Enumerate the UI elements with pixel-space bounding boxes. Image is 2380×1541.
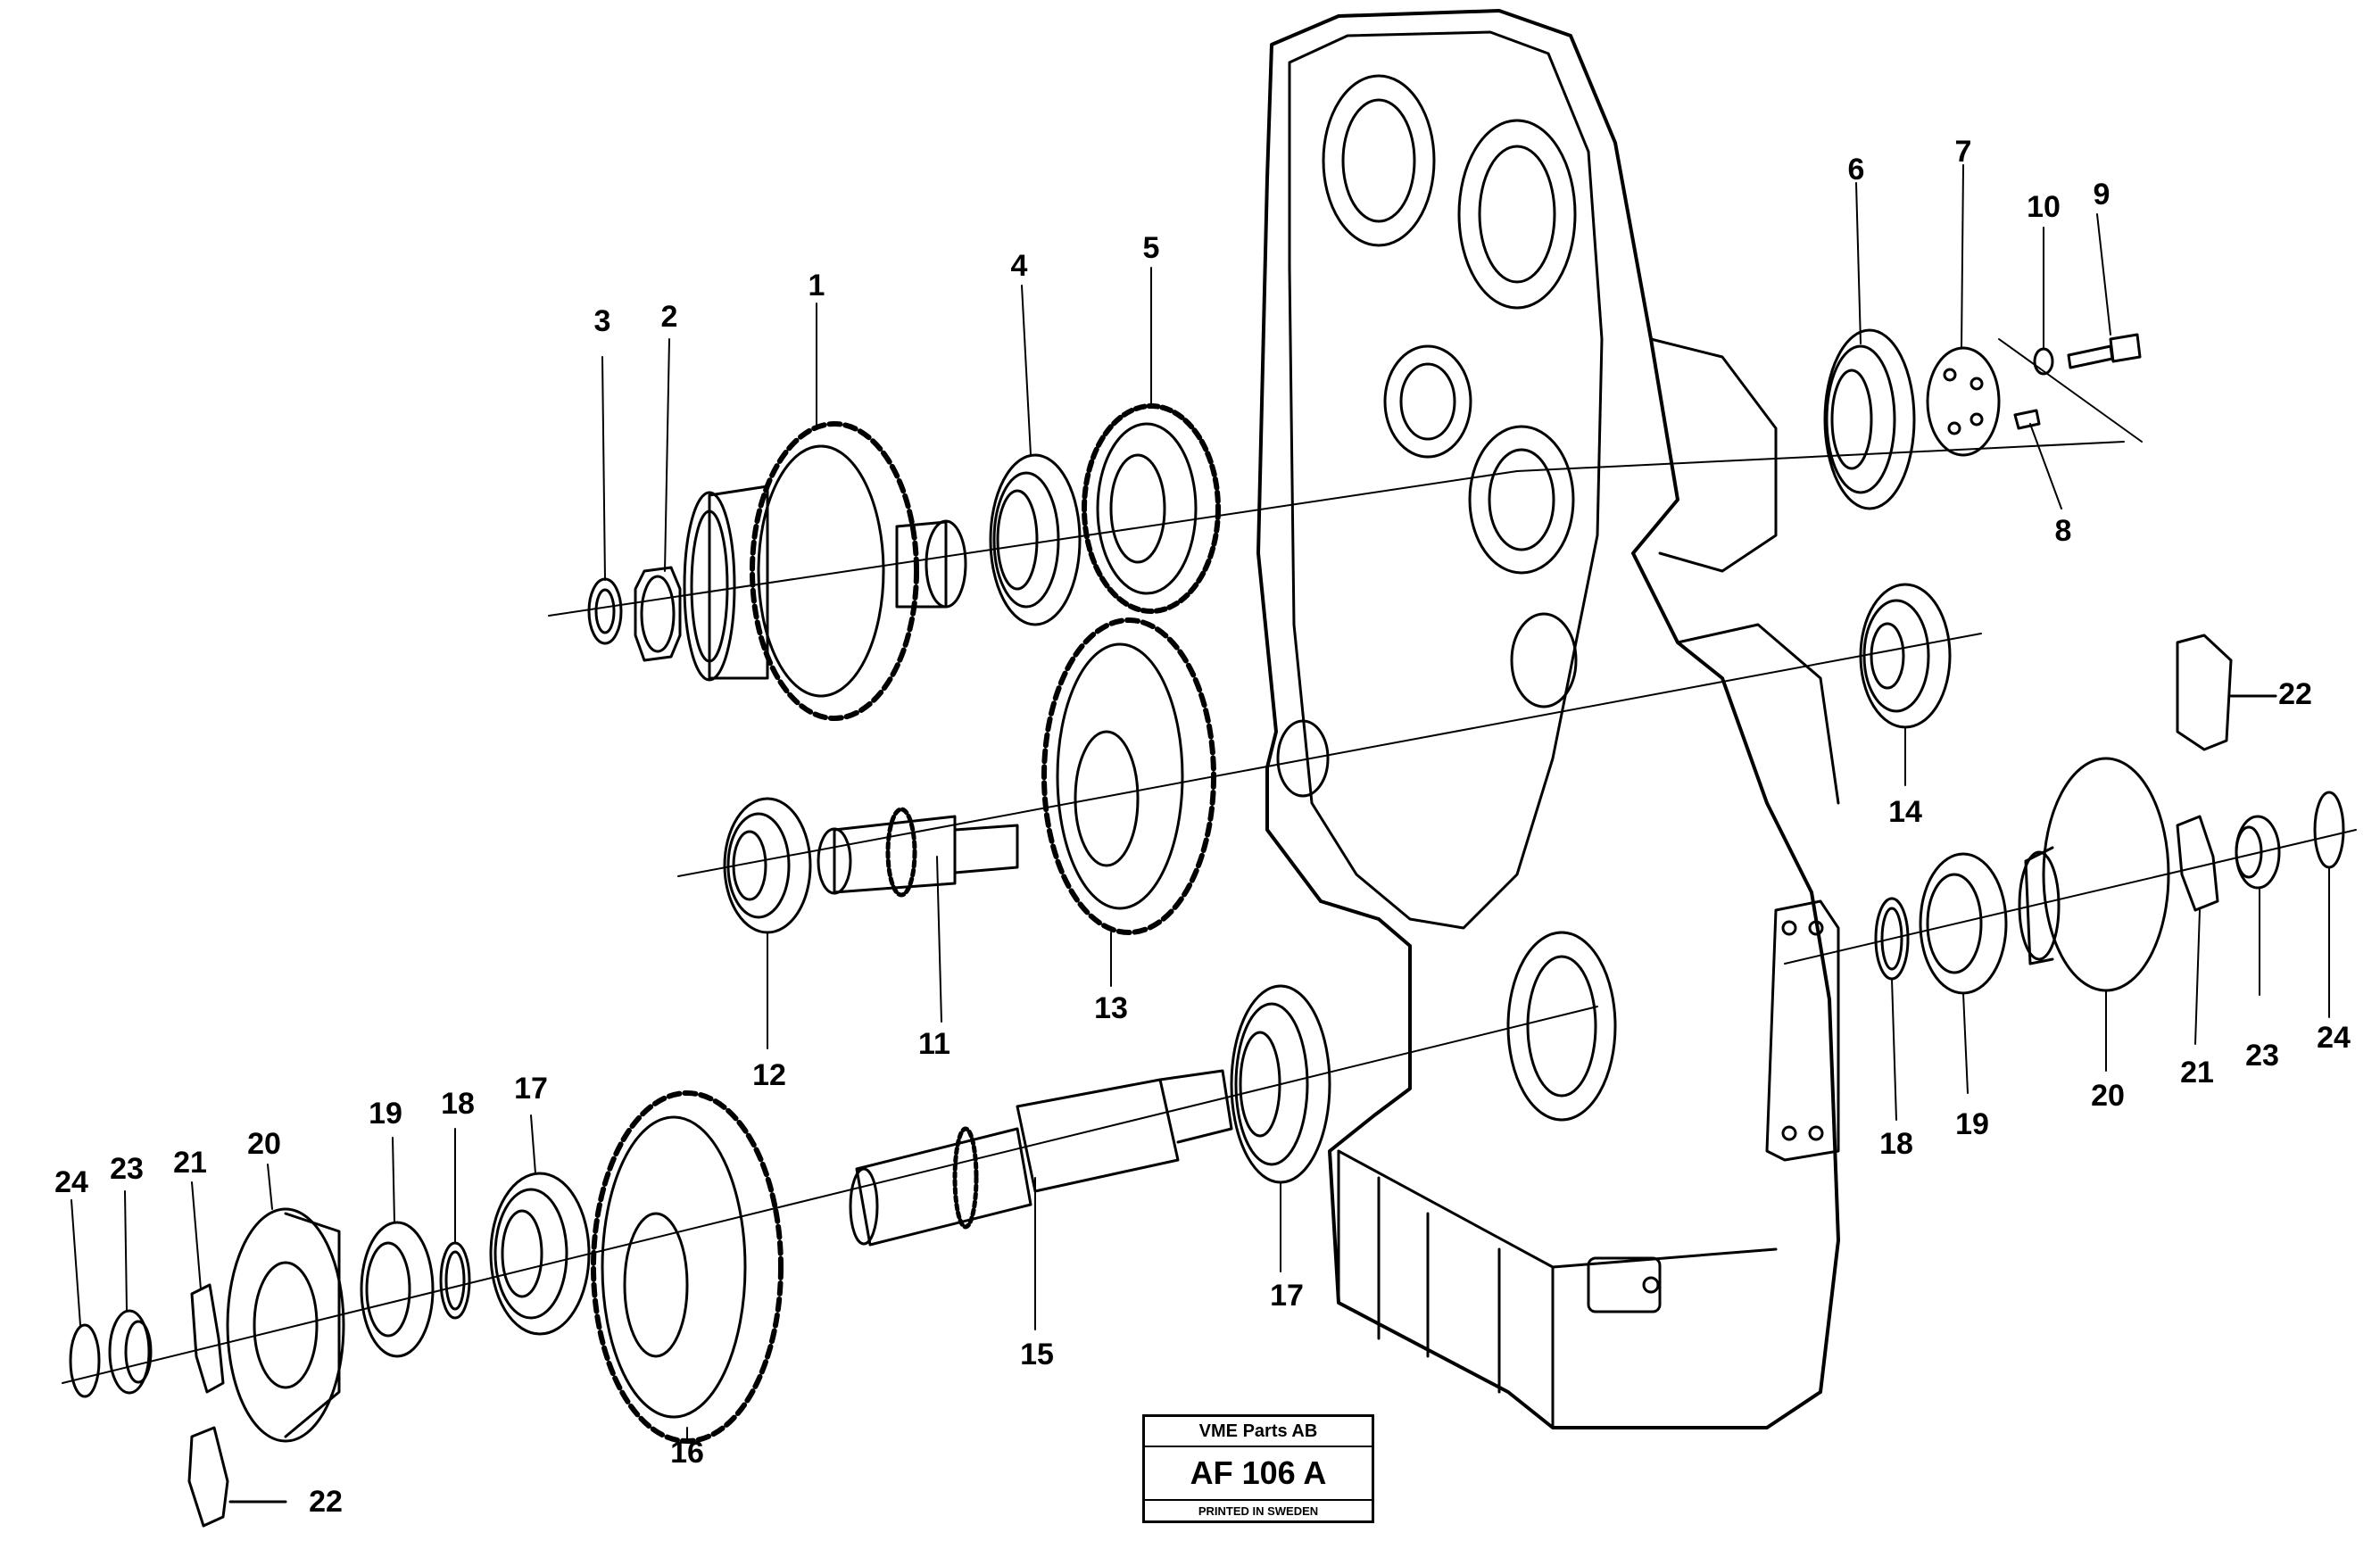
callout-part-24-right: 24	[2317, 1021, 2351, 1055]
callout-part-10: 10	[2027, 190, 2061, 224]
part-17-bearing-right	[1230, 984, 1331, 1184]
part-22-lock-plate	[187, 1426, 287, 1528]
callout-part-24: 24	[54, 1165, 88, 1199]
part-13-gear	[1041, 617, 1216, 935]
part-9-bolt	[2067, 333, 2142, 369]
callout-part-17-right: 17	[1270, 1279, 1304, 1313]
callout-part-12: 12	[752, 1058, 786, 1092]
part-24-circlip	[69, 1323, 101, 1398]
callout-part-17: 17	[514, 1072, 548, 1106]
part-11-shaft	[817, 807, 1019, 898]
part-8-screw	[2013, 409, 2041, 430]
callout-part-11: 11	[918, 1027, 950, 1061]
callout-part-22-right: 22	[2278, 677, 2312, 711]
part-18-ring	[439, 1241, 471, 1320]
part-15-output-shaft	[849, 1069, 1233, 1247]
part-2-nut	[634, 566, 682, 662]
callout-part-18: 18	[441, 1087, 475, 1121]
part-5-gear	[1082, 403, 1221, 614]
part-19-seal	[360, 1221, 435, 1358]
callout-part-19: 19	[369, 1097, 402, 1131]
callout-part-3: 3	[593, 304, 611, 338]
callout-part-18-right: 18	[1879, 1127, 1913, 1161]
callout-part-22: 22	[309, 1485, 343, 1519]
part-19-seal-right	[1919, 852, 2008, 995]
callout-part-9: 9	[2093, 178, 2110, 211]
part-23-nut	[108, 1309, 153, 1395]
callout-part-4: 4	[1010, 249, 1028, 283]
callout-part-20-right: 20	[2091, 1079, 2125, 1113]
gearbox-housing	[1256, 9, 1840, 1429]
callout-part-7: 7	[1954, 135, 1972, 169]
callout-part-2: 2	[660, 300, 678, 334]
part-17-bearing	[489, 1172, 591, 1336]
part-23-nut-right	[2235, 815, 2281, 890]
part-3-circlip	[587, 577, 623, 645]
part-20-flange-right	[2018, 757, 2170, 992]
part-21-lock-plate	[190, 1283, 225, 1394]
title-block: VME Parts AB AF 106 A PRINTED IN SWEDEN	[1142, 1414, 1374, 1523]
part-6-bearing	[1823, 328, 1916, 510]
callout-part-23-right: 23	[2245, 1039, 2279, 1073]
axis-lines	[62, 338, 2357, 1384]
callout-part-8: 8	[2054, 514, 2072, 548]
printed-note: PRINTED IN SWEDEN	[1198, 1504, 1319, 1518]
part-7-cover	[1926, 346, 2001, 457]
part-24-circlip-right	[2313, 791, 2345, 869]
callout-part-14: 14	[1888, 795, 1922, 829]
callout-part-21: 21	[173, 1146, 207, 1180]
part-22-lock-plate-right	[2176, 634, 2277, 751]
part-21-lock-plate-right	[2176, 815, 2219, 912]
part-1-gear	[683, 421, 967, 721]
callout-part-21-right: 21	[2180, 1056, 2214, 1089]
callout-part-20: 20	[247, 1127, 281, 1161]
callout-part-1: 1	[808, 269, 825, 302]
callout-part-19-right: 19	[1955, 1107, 1989, 1141]
callout-part-23: 23	[110, 1152, 144, 1186]
part-14-bearing	[1859, 583, 1952, 729]
drawing-code: AF 106 A	[1145, 1447, 1372, 1501]
company-name: VME Parts AB	[1145, 1417, 1372, 1447]
callout-part-6: 6	[1847, 153, 1865, 186]
callout-part-5: 5	[1142, 231, 1160, 265]
part-20-flange	[226, 1207, 345, 1443]
part-4-bearing	[989, 453, 1082, 626]
part-16-gear	[591, 1090, 784, 1444]
callout-part-16: 16	[670, 1436, 704, 1470]
leader-lines	[70, 164, 2330, 1442]
callout-part-15: 15	[1020, 1338, 1054, 1371]
callout-part-13: 13	[1094, 991, 1128, 1025]
